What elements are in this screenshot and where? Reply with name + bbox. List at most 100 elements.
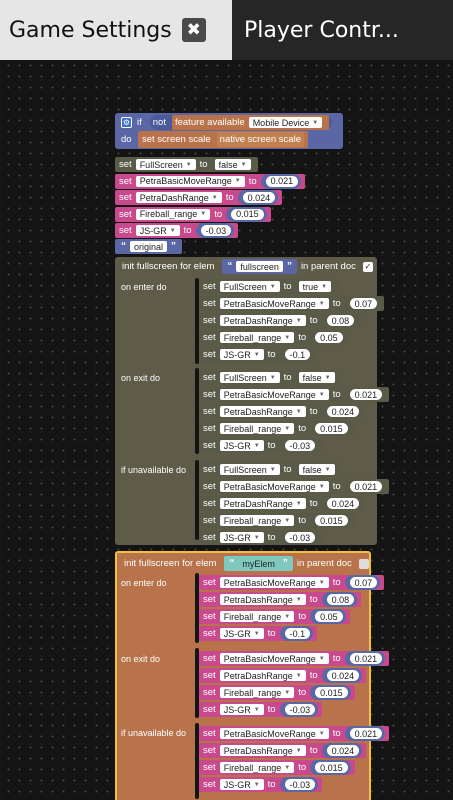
original-string-block[interactable]: “ original ” bbox=[115, 239, 183, 254]
number-value[interactable]: 0.024 bbox=[326, 498, 360, 509]
variable-dropdown[interactable]: PetraDashRange▼ bbox=[219, 670, 306, 681]
original-text[interactable]: original bbox=[130, 241, 168, 252]
number-block[interactable]: 0.024 bbox=[321, 668, 363, 683]
tab-game-settings[interactable]: Game Settings ✖ bbox=[0, 0, 232, 60]
number-value[interactable]: 0.021 bbox=[349, 653, 383, 664]
number-value[interactable]: 0.08 bbox=[326, 594, 355, 605]
number-block[interactable]: 0.015 bbox=[310, 685, 351, 700]
boolean-block[interactable]: true▼ bbox=[295, 279, 335, 294]
parent-doc-checkbox[interactable]: ✓ bbox=[362, 261, 373, 272]
parent-doc-checkbox[interactable] bbox=[358, 558, 369, 569]
number-value[interactable]: 0.07 bbox=[349, 577, 378, 588]
boolean-dropdown[interactable]: false▼ bbox=[298, 464, 335, 475]
gear-icon[interactable]: ⚙ bbox=[121, 117, 132, 128]
variable-dropdown[interactable]: FullScreen▼ bbox=[219, 464, 280, 475]
boolean-block[interactable]: false▼ bbox=[211, 157, 254, 172]
number-value[interactable]: 0.021 bbox=[349, 728, 383, 739]
boolean-dropdown[interactable]: false▼ bbox=[298, 372, 335, 383]
variable-dropdown[interactable]: JS-GR▼ bbox=[135, 225, 180, 236]
number-value[interactable]: 0.07 bbox=[349, 298, 378, 309]
number-value[interactable]: 0.05 bbox=[315, 611, 343, 622]
variable-dropdown[interactable]: Fireball_range▼ bbox=[219, 515, 295, 526]
variable-dropdown[interactable]: PetraBasicMoveRange▼ bbox=[219, 481, 329, 492]
number-block[interactable]: -0.03 bbox=[279, 438, 319, 453]
number-value[interactable]: -0.03 bbox=[284, 704, 316, 715]
variable-dropdown[interactable]: FullScreen▼ bbox=[219, 281, 280, 292]
variable-dropdown[interactable]: PetraDashRange▼ bbox=[219, 498, 306, 509]
number-block[interactable]: 0.024 bbox=[321, 743, 363, 758]
number-value[interactable]: -0.1 bbox=[284, 349, 311, 360]
number-value[interactable]: 0.024 bbox=[326, 406, 360, 417]
variable-dropdown[interactable]: Fireball_range▼ bbox=[219, 762, 295, 773]
boolean-dropdown[interactable]: false▼ bbox=[214, 159, 251, 170]
variable-dropdown[interactable]: JS-GR▼ bbox=[219, 349, 264, 360]
fs2-elem-text[interactable]: myElem bbox=[238, 558, 279, 569]
variable-dropdown[interactable]: Fireball_range▼ bbox=[135, 208, 211, 220]
number-block[interactable]: -0.03 bbox=[279, 702, 319, 717]
number-block[interactable]: 0.024 bbox=[237, 190, 279, 205]
number-block[interactable]: -0.03 bbox=[279, 530, 319, 545]
variable-dropdown[interactable]: Fireball_range▼ bbox=[219, 611, 295, 622]
number-value[interactable]: 0.015 bbox=[315, 423, 348, 434]
number-value[interactable]: 0.015 bbox=[315, 515, 348, 526]
number-block[interactable]: 0.021 bbox=[344, 726, 386, 741]
blocks-workspace[interactable]: ⚙ if not feature available Mobile Device… bbox=[3, 60, 453, 800]
number-value[interactable]: -0.03 bbox=[200, 225, 232, 236]
number-block[interactable]: 0.07 bbox=[344, 296, 381, 311]
variable-dropdown[interactable]: Fireball_range▼ bbox=[219, 423, 295, 434]
number-block[interactable]: 0.015 bbox=[310, 421, 351, 436]
number-value[interactable]: 0.021 bbox=[349, 389, 383, 400]
number-value[interactable]: 0.024 bbox=[326, 670, 360, 681]
set-screen-scale-block[interactable]: set screen scale native screen scale bbox=[138, 131, 308, 148]
variable-dropdown[interactable]: PetraDashRange▼ bbox=[219, 315, 306, 326]
feature-dropdown[interactable]: Mobile Device▼ bbox=[248, 117, 323, 128]
number-value[interactable]: 0.08 bbox=[326, 315, 355, 326]
variable-dropdown[interactable]: Fireball_range▼ bbox=[219, 332, 295, 343]
variable-dropdown[interactable]: PetraBasicMoveRange▼ bbox=[219, 653, 329, 664]
number-block[interactable]: 0.021 bbox=[344, 651, 386, 666]
number-value[interactable]: 0.05 bbox=[315, 332, 343, 343]
native-screen-scale-block[interactable]: native screen scale bbox=[216, 132, 304, 147]
number-block[interactable]: 0.015 bbox=[310, 513, 351, 528]
number-block[interactable]: -0.1 bbox=[279, 347, 314, 362]
variable-dropdown[interactable]: FullScreen▼ bbox=[219, 372, 280, 383]
number-block[interactable]: 0.021 bbox=[344, 479, 386, 494]
number-block[interactable]: 0.015 bbox=[310, 760, 351, 775]
boolean-block[interactable]: false▼ bbox=[295, 462, 338, 477]
number-block[interactable]: 0.015 bbox=[226, 206, 267, 222]
variable-dropdown[interactable]: PetraBasicMoveRange▼ bbox=[135, 175, 245, 187]
boolean-dropdown[interactable]: true▼ bbox=[298, 281, 332, 292]
number-block[interactable]: 0.021 bbox=[260, 173, 302, 189]
number-value[interactable]: 0.024 bbox=[242, 192, 276, 203]
number-block[interactable]: 0.024 bbox=[321, 496, 363, 511]
number-value[interactable]: 0.021 bbox=[349, 481, 383, 492]
number-block[interactable]: -0.03 bbox=[279, 777, 319, 792]
not-block[interactable]: not feature available Mobile Device▼ bbox=[149, 115, 333, 130]
variable-dropdown[interactable]: JS-GR▼ bbox=[219, 440, 264, 451]
variable-dropdown[interactable]: PetraDashRange▼ bbox=[219, 406, 306, 417]
tab-player-controls[interactable]: Player Contr... bbox=[232, 0, 453, 60]
